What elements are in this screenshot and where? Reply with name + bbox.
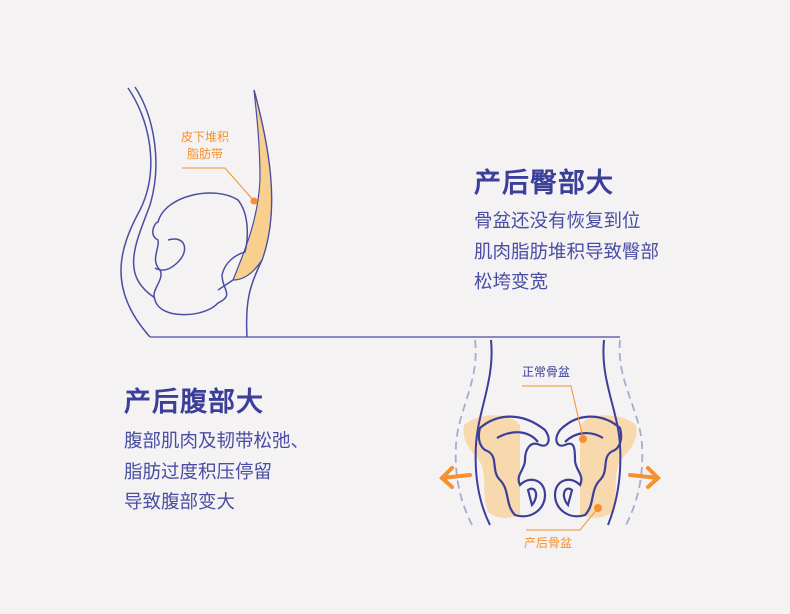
belly-line: 腹部肌肉及韧带松弛、	[124, 431, 310, 452]
front-body-figure	[439, 339, 661, 526]
hip-title: 产后臀部大	[474, 168, 614, 199]
fat-label-line: 皮下堆积	[181, 130, 230, 144]
hip-line: 松垮变宽	[474, 272, 549, 293]
hip-line: 肌肉脂肪堆积导致臀部	[474, 241, 660, 263]
side-body-figure	[120, 86, 273, 338]
normal-leader-line	[522, 385, 584, 439]
fat-leader-line	[182, 167, 255, 202]
normal-dot	[579, 435, 587, 443]
side-pelvis	[152, 192, 249, 316]
fat-dot	[250, 197, 258, 205]
fat-label-line: 脂肪带	[187, 147, 224, 161]
normal-pelvis-label: 正常骨盆	[522, 365, 571, 379]
belly-line: 脂肪过度积压停留	[124, 461, 273, 483]
postpartum-dot	[594, 504, 602, 512]
belly-line: 导致腹部变大	[124, 492, 236, 513]
fat-label: 皮下堆积 脂肪带	[181, 129, 229, 163]
hip-description: 骨盆还没有恢复到位 肌肉脂肪堆积导致臀部 松垮变宽	[474, 207, 659, 299]
fat-band	[232, 89, 273, 281]
belly-description: 腹部肌肉及韧带松弛、 脂肪过度积压停留 导致腹部变大	[124, 427, 309, 519]
postpartum-pelvis-label: 产后骨盆	[524, 536, 573, 550]
postpartum-leader-line	[526, 507, 599, 531]
hip-line: 骨盆还没有恢复到位	[474, 211, 641, 232]
belly-title: 产后腹部大	[124, 387, 264, 418]
